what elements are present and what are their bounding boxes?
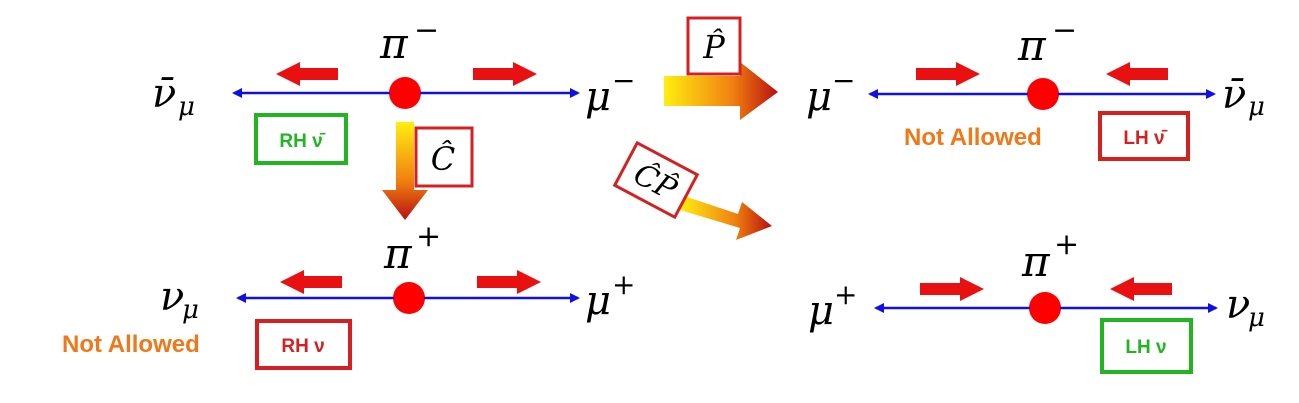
pion-symbol: π [379, 19, 409, 68]
parity-label: P̂ [702, 28, 725, 66]
muon-symbol: μ [808, 288, 834, 334]
pion-dot [1027, 78, 1059, 110]
pion-charge: − [1052, 13, 1077, 48]
charge-operator: Ĉ [382, 122, 474, 220]
antineutrino-subscript: μ [178, 92, 195, 122]
panel-bottom-left: π + ν μ μ + Not Allowed RH ν [62, 219, 635, 370]
helicity-label: LH ν̄ [1123, 128, 1167, 149]
parity-arrow [664, 62, 778, 120]
antineutrino-symbol: ν̄ [152, 71, 176, 117]
pion-dot [393, 282, 425, 314]
charge-label: Ĉ [431, 140, 455, 178]
helicity-label: RH ν [281, 336, 324, 357]
muon-charge: + [612, 268, 635, 301]
cp-box [612, 140, 700, 220]
not-allowed-note: Not Allowed [62, 331, 200, 358]
cp-operator: ĈP̂ [612, 140, 772, 240]
panel-bottom-right: π + μ + ν μ LH ν [808, 227, 1265, 374]
spin-arrow-left [276, 62, 338, 86]
helicity-box [254, 113, 348, 165]
helicity-box [1100, 318, 1193, 374]
muon-symbol: μ [585, 278, 611, 324]
muon-charge: + [834, 278, 857, 311]
pion-charge: + [416, 219, 441, 254]
charge-box [414, 126, 474, 188]
spin-arrow-left [916, 62, 980, 86]
muon-symbol: μ [585, 74, 611, 120]
neutrino-symbol: ν [160, 274, 184, 320]
muon-charge: − [832, 64, 855, 97]
antineutrino-symbol: ν̄ [1222, 72, 1246, 118]
parity-operator: P̂ [664, 16, 778, 120]
neutrino-subscript: μ [1248, 303, 1265, 333]
spin-arrow-right [1110, 277, 1172, 301]
pion-symbol: π [383, 229, 413, 278]
pion-symbol: π [1021, 237, 1051, 286]
panel-top-left: π − ν̄ μ μ − RH ν̄ [152, 13, 635, 165]
spin-arrow-right [473, 62, 537, 86]
panel-top-right: π − μ − ν̄ μ Not Allowed LH ν̄ [806, 13, 1265, 161]
muon-symbol: μ [806, 74, 832, 120]
charge-arrow [382, 122, 428, 220]
pion-charge: + [1054, 227, 1079, 262]
parity-box [686, 16, 742, 76]
spin-arrow-left [920, 277, 984, 301]
helicity-label: LH ν [1125, 337, 1166, 358]
not-allowed-note: Not Allowed [904, 124, 1042, 151]
neutrino-symbol: ν [1226, 282, 1250, 328]
cp-arrow [680, 196, 772, 240]
antineutrino-subscript: μ [1248, 92, 1265, 122]
helicity-box [255, 319, 352, 370]
muon-charge: − [612, 64, 635, 97]
pion-charge: − [414, 13, 439, 48]
pion-dot [389, 77, 421, 109]
spin-arrow-right [1106, 62, 1168, 86]
spin-arrow-right [477, 270, 541, 294]
pion-symbol: π [1017, 21, 1047, 70]
pion-dot [1029, 292, 1061, 324]
neutrino-subscript: μ [182, 295, 199, 325]
helicity-box [1098, 111, 1190, 161]
spin-arrow-left [280, 270, 342, 294]
helicity-label: RH ν̄ [279, 131, 325, 152]
